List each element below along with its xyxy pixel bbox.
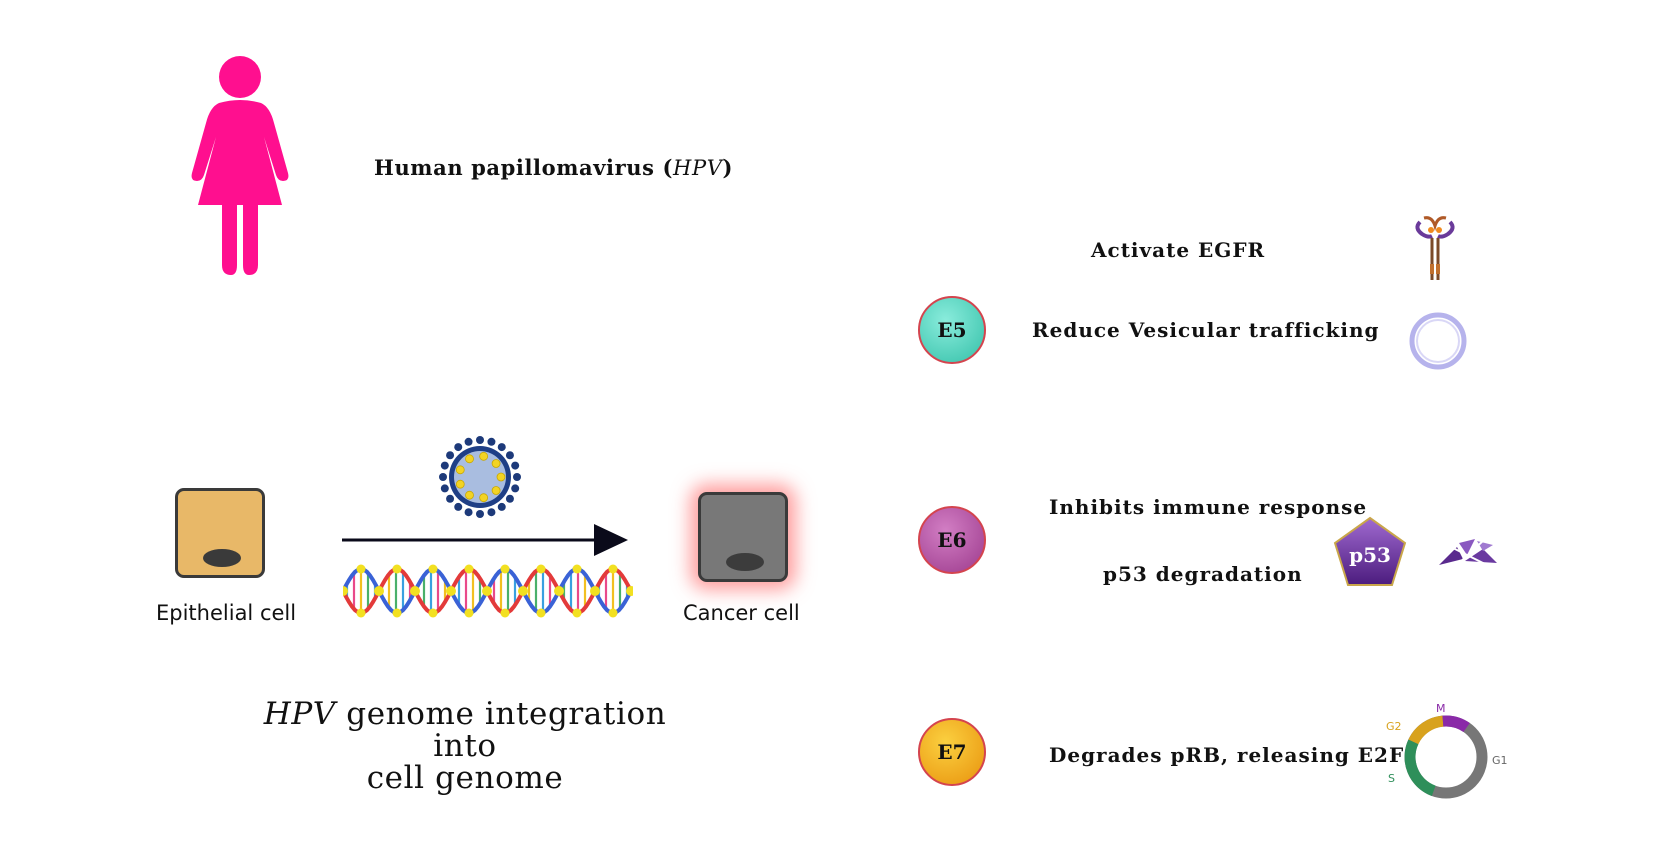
e6-effect-immune: Inhibits immune response [1049,495,1368,519]
p53-fragments-icon [1439,538,1497,568]
woman-icon [191,56,289,275]
e7-gene-badge: E7 [918,718,986,786]
vesicle-icon [1409,312,1467,370]
svg-text:G2: G2 [1386,720,1402,733]
e5-effect-egfr: Activate EGFR [1091,238,1266,262]
hpv-title: Human papillomavirus (HPV) [374,155,734,180]
cancer-cell-icon [698,492,788,582]
e6-effect-p53: p53 degradation [1103,562,1303,586]
cell-cycle-icon: M G2 S G1 [1386,702,1508,799]
egfr-receptor-icon [1415,216,1455,280]
svg-text:S: S [1388,772,1395,785]
e7-effect-prb: Degrades pRB, releasing E2F [1049,743,1405,767]
p53-protein-icon: p53 [1333,516,1407,586]
e5-gene-badge: E5 [918,296,986,364]
epithelial-cell-icon [175,488,265,578]
dna-helix-icon [343,564,633,618]
integration-caption: HPV genome integration into cell genome [263,696,667,796]
virus-icon [439,436,521,518]
svg-text:p53: p53 [1349,543,1391,567]
svg-text:G1: G1 [1492,754,1508,767]
nucleus-icon [726,553,764,571]
progression-arrow [342,524,628,556]
e5-effect-vesicular: Reduce Vesicular trafficking [1032,318,1380,342]
epithelial-cell-label: Epithelial cell [156,601,297,625]
svg-text:M: M [1436,702,1446,715]
e6-gene-badge: E6 [918,506,986,574]
cancer-cell-label: Cancer cell [683,601,800,625]
nucleus-icon [203,549,241,567]
